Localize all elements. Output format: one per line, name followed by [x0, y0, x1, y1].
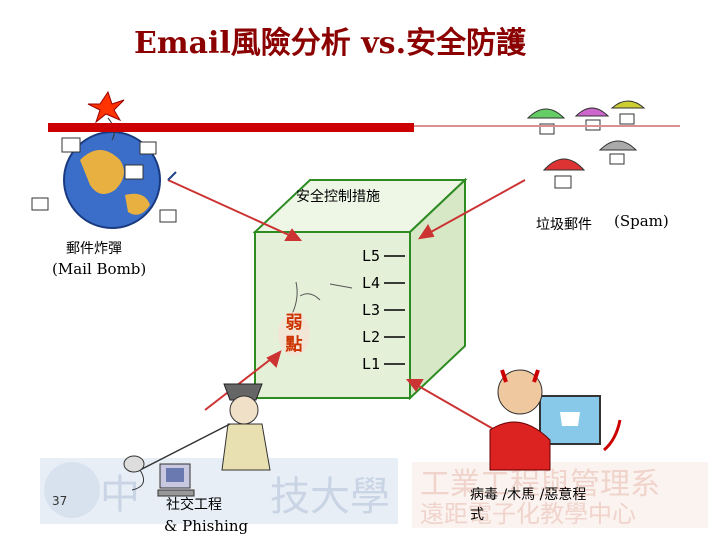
layer-label-l2: L2 [362, 328, 381, 346]
label-malware-line2: 式 [470, 507, 484, 523]
spy-fishing-icon [131, 383, 271, 491]
label-spam-zh: 垃圾郵件 [536, 217, 592, 233]
watermark-banner-left: 中 技大學 [40, 458, 398, 524]
label-spam-en: (Spam) [614, 212, 669, 230]
layer-label-l1: L1 [362, 355, 381, 373]
label-weak-point: 弱點 [285, 313, 303, 355]
page-title: Email風險分析 vs.安全防護 [133, 26, 527, 61]
accent-bar-thin [414, 125, 680, 127]
page-number: 37 [52, 494, 68, 508]
label-social-engineering-en: & Phishing [164, 517, 249, 535]
mouse-icon [123, 455, 145, 473]
globe-icon [31, 131, 177, 229]
svg-text:中: 中 [100, 472, 140, 518]
label-malware-line1: 病毒 /木馬 /惡意程 [470, 487, 587, 503]
computer-icon [157, 463, 195, 497]
label-mail-bomb-en: (Mail Bomb) [52, 260, 147, 278]
svg-text:遠距電子化教學中心: 遠距電子化教學中心 [420, 500, 636, 528]
svg-text:工業工程與管理系: 工業工程與管理系 [420, 467, 660, 502]
label-mail-bomb-zh: 郵件炸彈 [66, 241, 122, 257]
layer-label-l4: L4 [362, 274, 381, 292]
arrow-icon [167, 171, 526, 431]
svg-text:技大學: 技大學 [270, 474, 390, 520]
security-cube [252, 177, 468, 401]
layer-label-l3: L3 [362, 301, 381, 319]
accent-bar [48, 123, 414, 132]
watermark-banner-right: 工業工程與管理系 遠距電子化教學中心 [412, 462, 708, 528]
label-social-engineering-zh: 社交工程 [166, 497, 222, 513]
layer-label-l5: L5 [362, 247, 381, 265]
parachute-mail-icon [526, 100, 646, 189]
devil-hacker-icon [489, 369, 622, 471]
label-security-controls: 安全控制措施 [296, 189, 380, 205]
